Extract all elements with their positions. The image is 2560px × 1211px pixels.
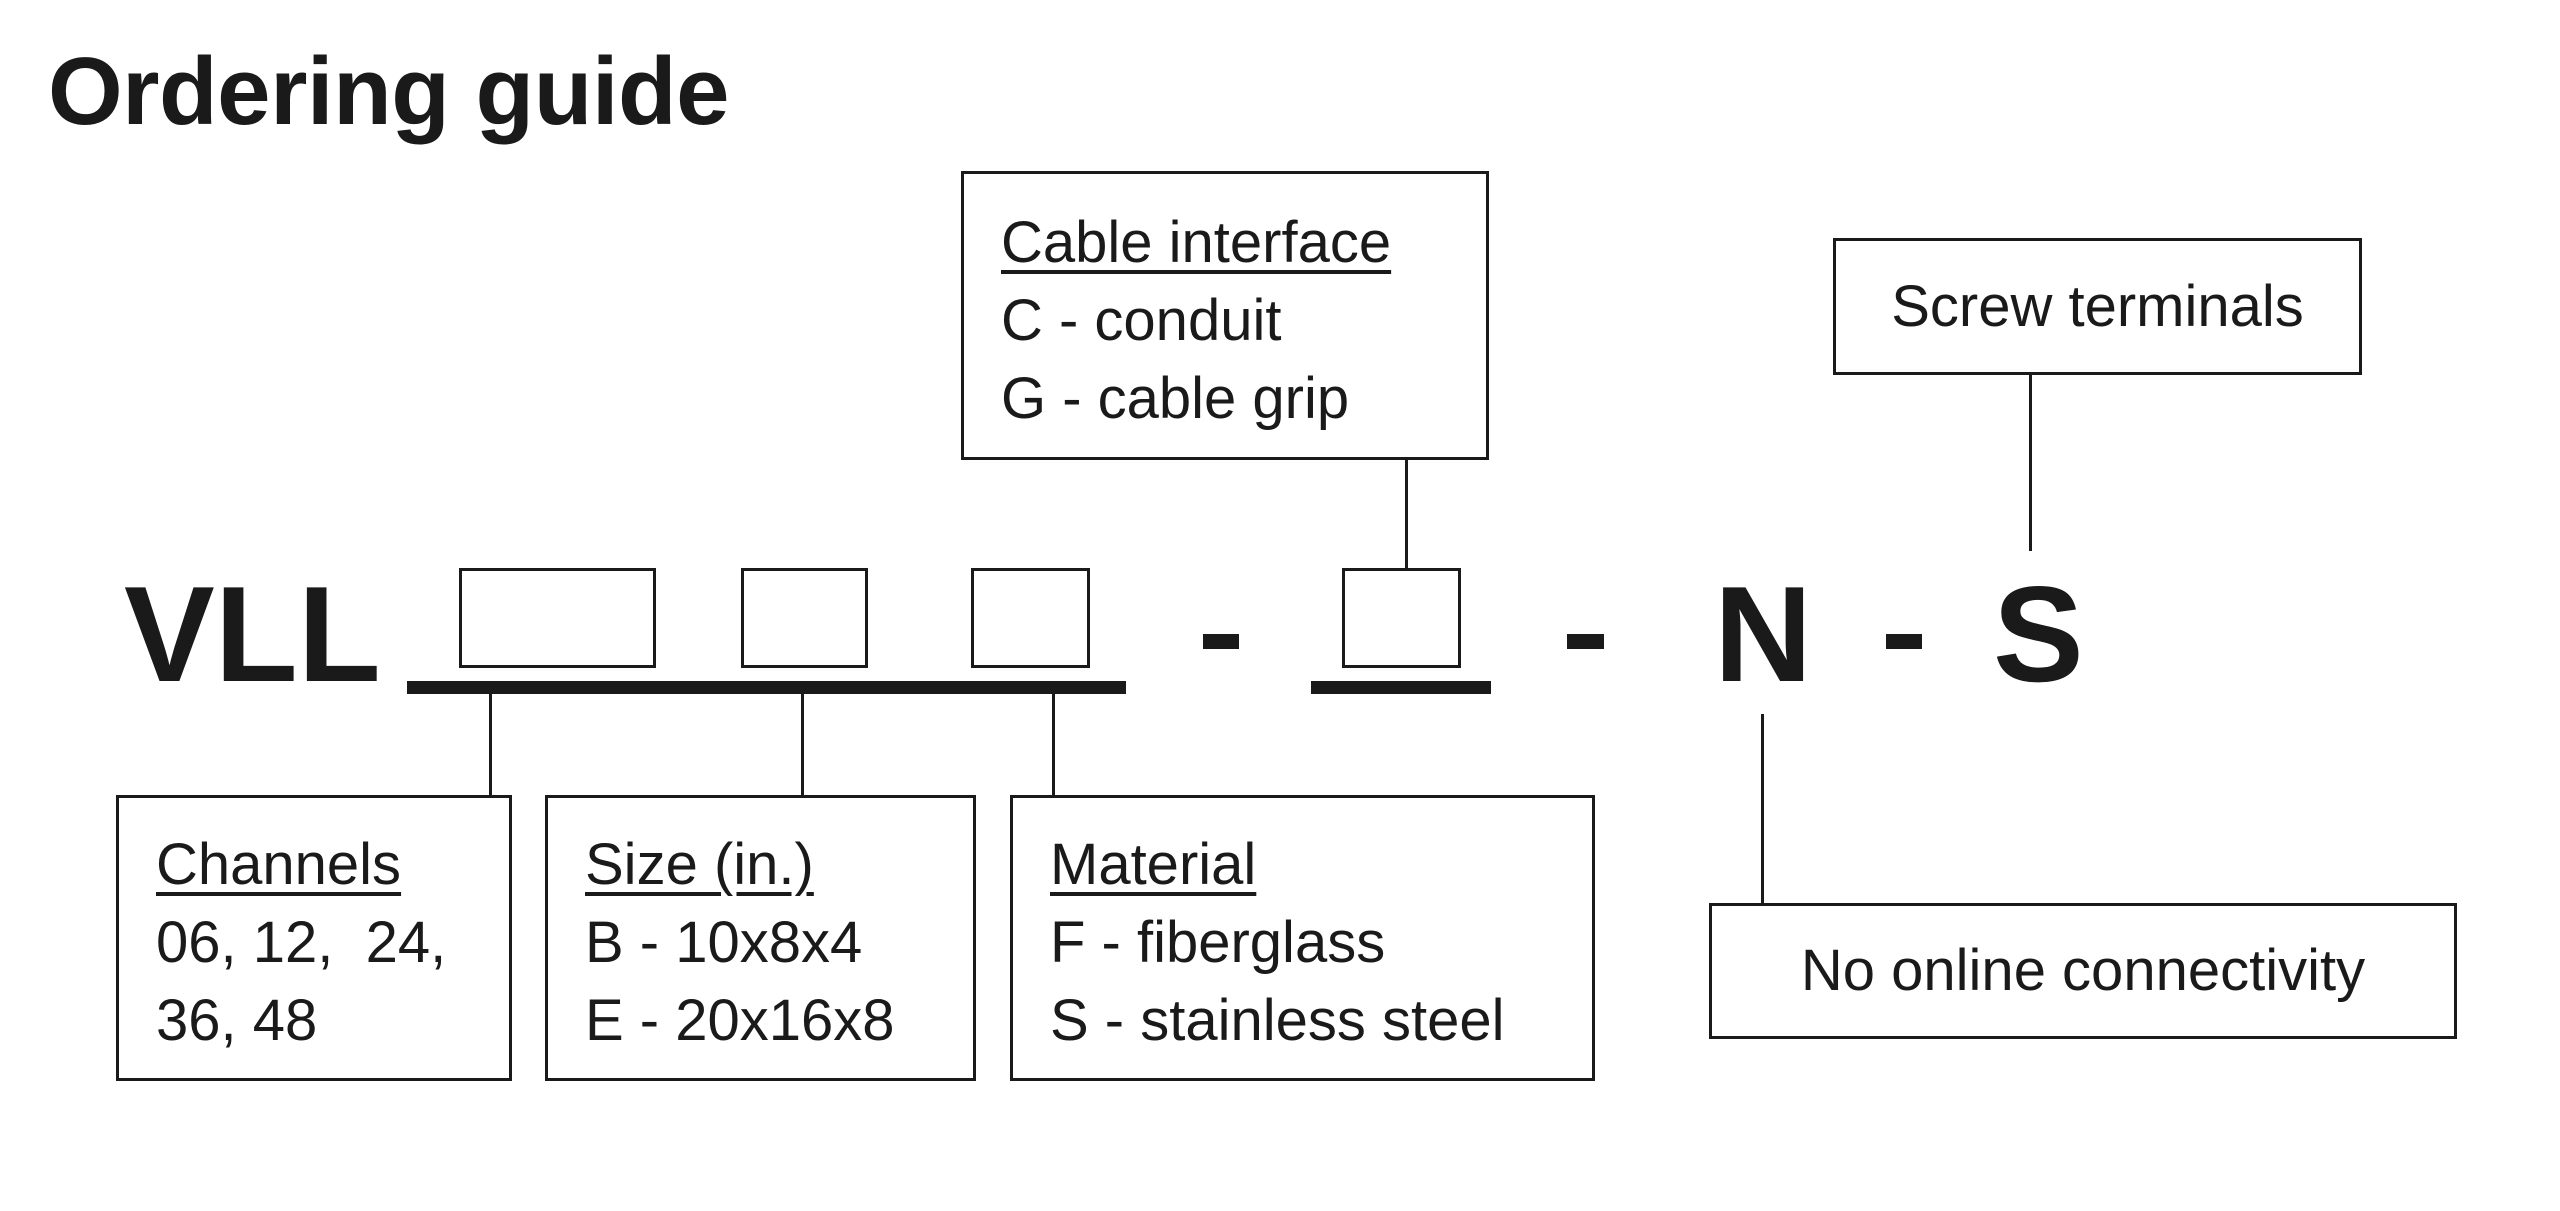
screw-terminals-text: Screw terminals <box>1891 273 2304 339</box>
material-connector <box>1052 694 1055 796</box>
material-option: S - stainless steel <box>1050 988 1505 1053</box>
cable-interface-heading: Cable interface <box>1001 210 1392 275</box>
size-heading: Size (in.) <box>585 832 814 897</box>
material-slot <box>971 568 1090 668</box>
channels-box: Channels 06, 12, 24, 36, 48 <box>116 795 512 1081</box>
no-online-box: No online connectivity <box>1709 903 2457 1039</box>
channels-heading: Channels <box>156 832 402 897</box>
size-connector <box>801 694 804 796</box>
no-online-connector <box>1761 714 1764 904</box>
material-option: F - fiberglass <box>1050 910 1386 975</box>
cable-interface-slot <box>1342 568 1461 668</box>
screw-terminals-box: Screw terminals <box>1833 238 2362 375</box>
cable-interface-connector <box>1405 459 1408 570</box>
code-fixed-s: S <box>1993 558 2084 710</box>
material-heading: Material <box>1050 832 1257 897</box>
cable-interface-underline <box>1311 681 1491 694</box>
channels-slot <box>459 568 656 668</box>
channels-connector <box>489 694 492 796</box>
channels-option: 06, 12, 24, <box>156 910 447 975</box>
size-slot <box>741 568 868 668</box>
code-fixed-n: N <box>1714 558 1813 710</box>
separator-dash <box>1203 634 1239 649</box>
group-underline <box>407 681 1126 694</box>
size-box: Size (in.) B - 10x8x4 E - 20x16x8 <box>545 795 976 1081</box>
cable-interface-option: C - conduit <box>1001 288 1282 353</box>
channels-option: 36, 48 <box>156 988 318 1053</box>
cable-interface-option: G - cable grip <box>1001 366 1350 431</box>
no-online-text: No online connectivity <box>1800 938 2366 1003</box>
separator-dash <box>1567 634 1604 649</box>
cable-interface-box: Cable interface C - conduit G - cable gr… <box>961 171 1489 460</box>
separator-dash <box>1886 634 1922 649</box>
size-option: B - 10x8x4 <box>585 910 863 975</box>
size-option: E - 20x16x8 <box>585 988 895 1053</box>
material-box: Material F - fiberglass S - stainless st… <box>1010 795 1595 1081</box>
code-prefix: VLL <box>124 558 381 710</box>
screw-terminals-connector <box>2029 374 2032 551</box>
page-title: Ordering guide <box>48 38 730 145</box>
